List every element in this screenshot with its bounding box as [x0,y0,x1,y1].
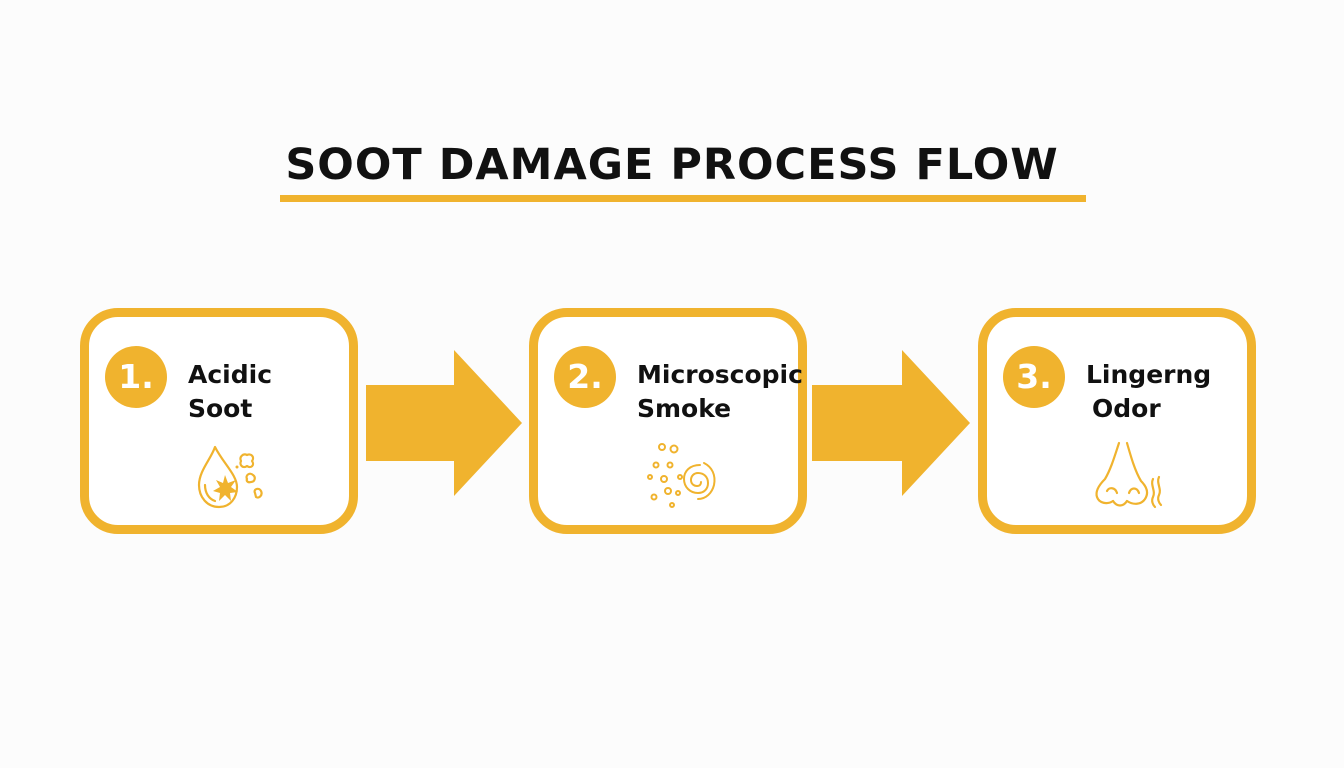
step-number-badge: 3. [1003,346,1065,408]
step-label: Lingerng Odor [1086,358,1211,426]
smoke-particles-icon [638,435,718,515]
step-microscopic-smoke: 2. Microscopic Smoke [529,308,807,534]
step-label-line2: Soot [188,394,253,423]
acid-drop-splatter-icon [189,435,269,515]
step-label-line2: Smoke [637,394,732,423]
step-label-line1: Acidic [188,360,273,389]
flow-arrow-1-to-2 [366,350,522,496]
step-label: Microscopic Smoke [637,358,803,426]
title-container: SOOT DAMAGE PROCESS FLOW [0,136,1344,194]
step-label: Acidic Soot [188,358,272,426]
diagram-title: SOOT DAMAGE PROCESS FLOW [285,140,1059,190]
step-number-badge: 1. [105,346,167,408]
step-number-badge: 2. [554,346,616,408]
flow-arrow-2-to-3 [812,350,970,496]
step-acidic-soot: 1. Acidic Soot [80,308,358,534]
title-underline [280,195,1086,202]
nose-smell-icon [1087,435,1167,515]
step-label-line1: Lingerng [1086,360,1212,389]
step-lingering-odor: 3. Lingerng Odor [978,308,1256,534]
step-label-line2: Odor [1092,394,1161,423]
step-label-line1: Microscopic [637,360,803,389]
